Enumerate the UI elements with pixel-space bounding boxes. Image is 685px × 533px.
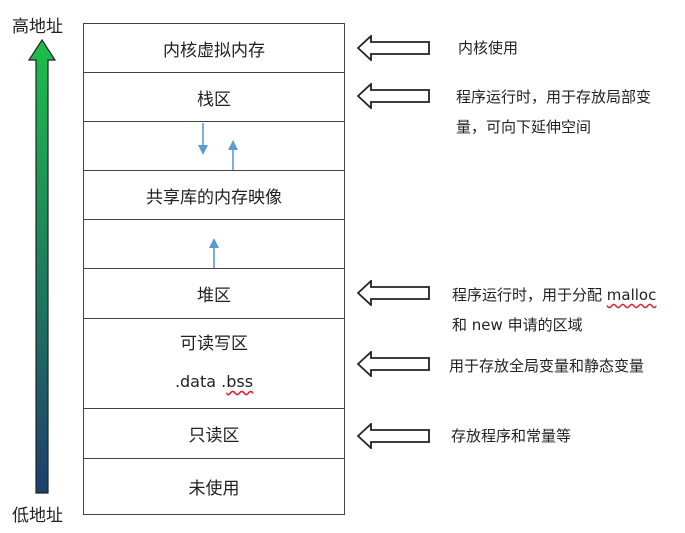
heap-pointer-arrow-icon <box>357 280 430 306</box>
high-address-label: 高地址 <box>12 17 63 37</box>
read-write-block-label: 可读写区 <box>180 334 248 354</box>
memory-block-kernel: 内核虚拟内存 <box>83 23 345 72</box>
bss-text: bss <box>226 372 254 391</box>
read-write-pointer-arrow-icon <box>357 351 430 377</box>
memory-block-gap-2 <box>83 219 345 268</box>
shared-grow-up-arrow-icon <box>228 140 238 170</box>
new-text: new <box>471 316 503 334</box>
low-address-label: 低地址 <box>12 506 63 526</box>
memory-block-read-only: 只读区 <box>83 408 345 458</box>
stack-block-label: 栈区 <box>197 89 231 110</box>
kernel-note: 内核使用 <box>458 39 519 57</box>
heap-note-line-2-end: 申请的区域 <box>502 316 583 334</box>
stack-pointer-arrow-icon <box>357 83 430 109</box>
memory-block-read-write: 可读写区 .data .bss <box>83 318 345 408</box>
address-gradient-arrow-icon <box>27 38 57 494</box>
shared-library-block-label: 共享库的内存映像 <box>146 187 282 208</box>
heap-note-line-2-start: 和 <box>452 316 472 334</box>
heap-note-line-2: 和 new 申请的区域 <box>452 310 656 340</box>
heap-note-line-1-text: 程序运行时，用于分配 <box>452 286 607 304</box>
read-only-pointer-arrow-icon <box>357 423 430 449</box>
heap-note: 程序运行时，用于分配 malloc 和 new 申请的区域 <box>452 280 656 340</box>
memory-block-shared-library: 共享库的内存映像 <box>83 170 345 219</box>
read-only-block-label: 只读区 <box>188 426 240 446</box>
heap-grow-up-arrow-icon <box>209 238 219 268</box>
read-write-note: 用于存放全局变量和静态变量 <box>449 357 645 375</box>
read-write-block-sublabel: .data .bss <box>174 372 254 391</box>
kernel-pointer-arrow-icon <box>357 35 430 61</box>
stack-note: 程序运行时，用于存放局部变 量，可向下延伸空间 <box>456 82 651 142</box>
heap-note-line-1: 程序运行时，用于分配 malloc <box>452 280 656 310</box>
memory-block-stack: 栈区 <box>83 72 345 121</box>
unused-block-label: 未使用 <box>188 479 240 499</box>
read-only-note: 存放程序和常量等 <box>451 427 572 445</box>
heap-block-label: 堆区 <box>197 286 231 306</box>
memory-block-gap-1 <box>83 121 345 170</box>
malloc-text: malloc <box>606 286 657 304</box>
stack-note-line-2: 量，可向下延伸空间 <box>456 118 592 136</box>
kernel-block-label: 内核虚拟内存 <box>163 40 265 61</box>
stack-grow-down-arrow-icon <box>198 123 208 155</box>
memory-block-heap: 堆区 <box>83 268 345 318</box>
memory-block-unused: 未使用 <box>83 458 345 515</box>
stack-note-line-1: 程序运行时，用于存放局部变 <box>456 88 652 106</box>
